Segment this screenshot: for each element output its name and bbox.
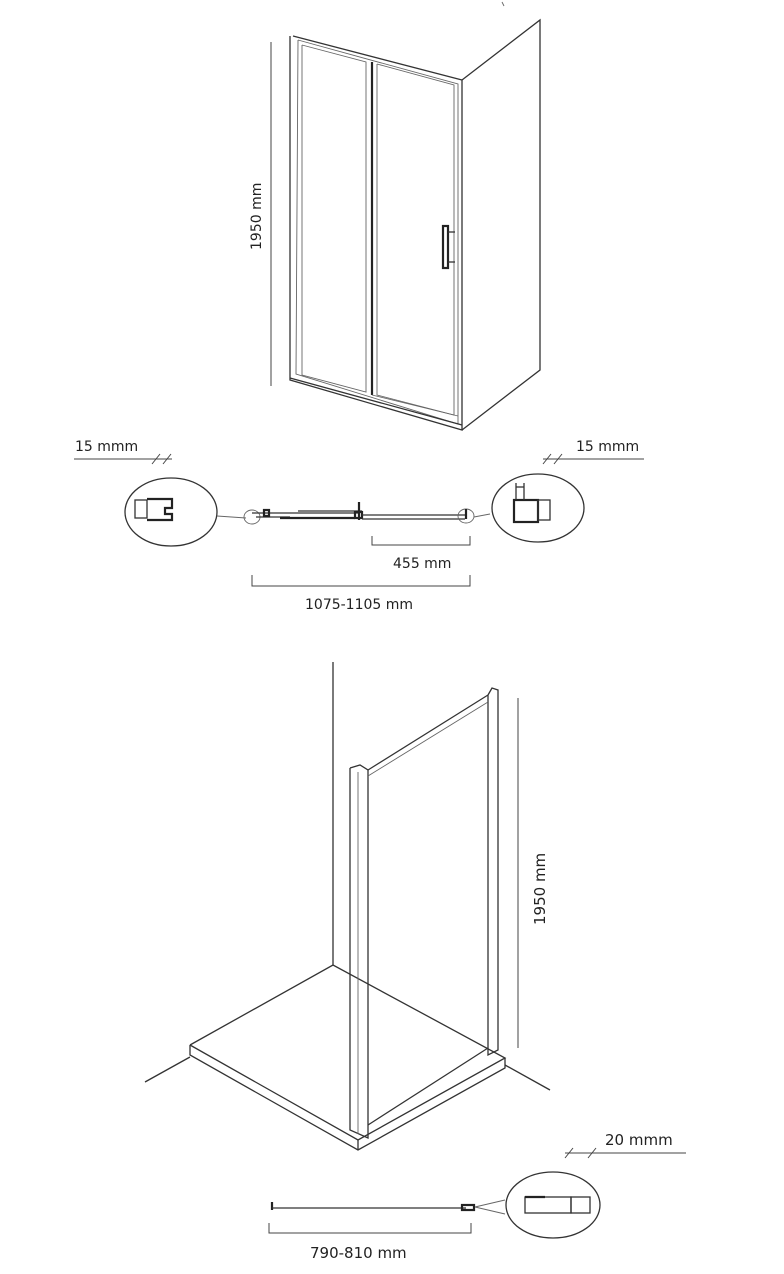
sliding-door-isometric: [270, 1, 541, 431]
width-label-bottom: 790-810 mm: [310, 1244, 407, 1262]
width-dimension: [268, 1223, 472, 1234]
height-label-top: 1950 mm: [249, 183, 265, 250]
height-label-bottom: 1950 mm: [531, 853, 549, 925]
sliding-door-plan: [74, 453, 644, 587]
detail-circle-right: [491, 473, 585, 543]
sliding-width-dimension: [371, 536, 471, 546]
total-width-dimension: [251, 575, 471, 587]
gap-label-bottom: 20 mmm: [605, 1131, 673, 1149]
door-handle: [441, 224, 450, 270]
detail-circle-bottom: [505, 1171, 601, 1239]
left-gap-label: 15 mmm: [75, 439, 138, 455]
right-gap-label: 15 mmm: [576, 439, 639, 455]
total-width-label: 1075-1105 mm: [305, 597, 413, 613]
detail-circle-left: [124, 477, 218, 547]
sliding-width-label: 455 mm: [393, 556, 451, 572]
side-panel-plan: [268, 1147, 686, 1239]
side-panel-isometric: [144, 662, 551, 1151]
